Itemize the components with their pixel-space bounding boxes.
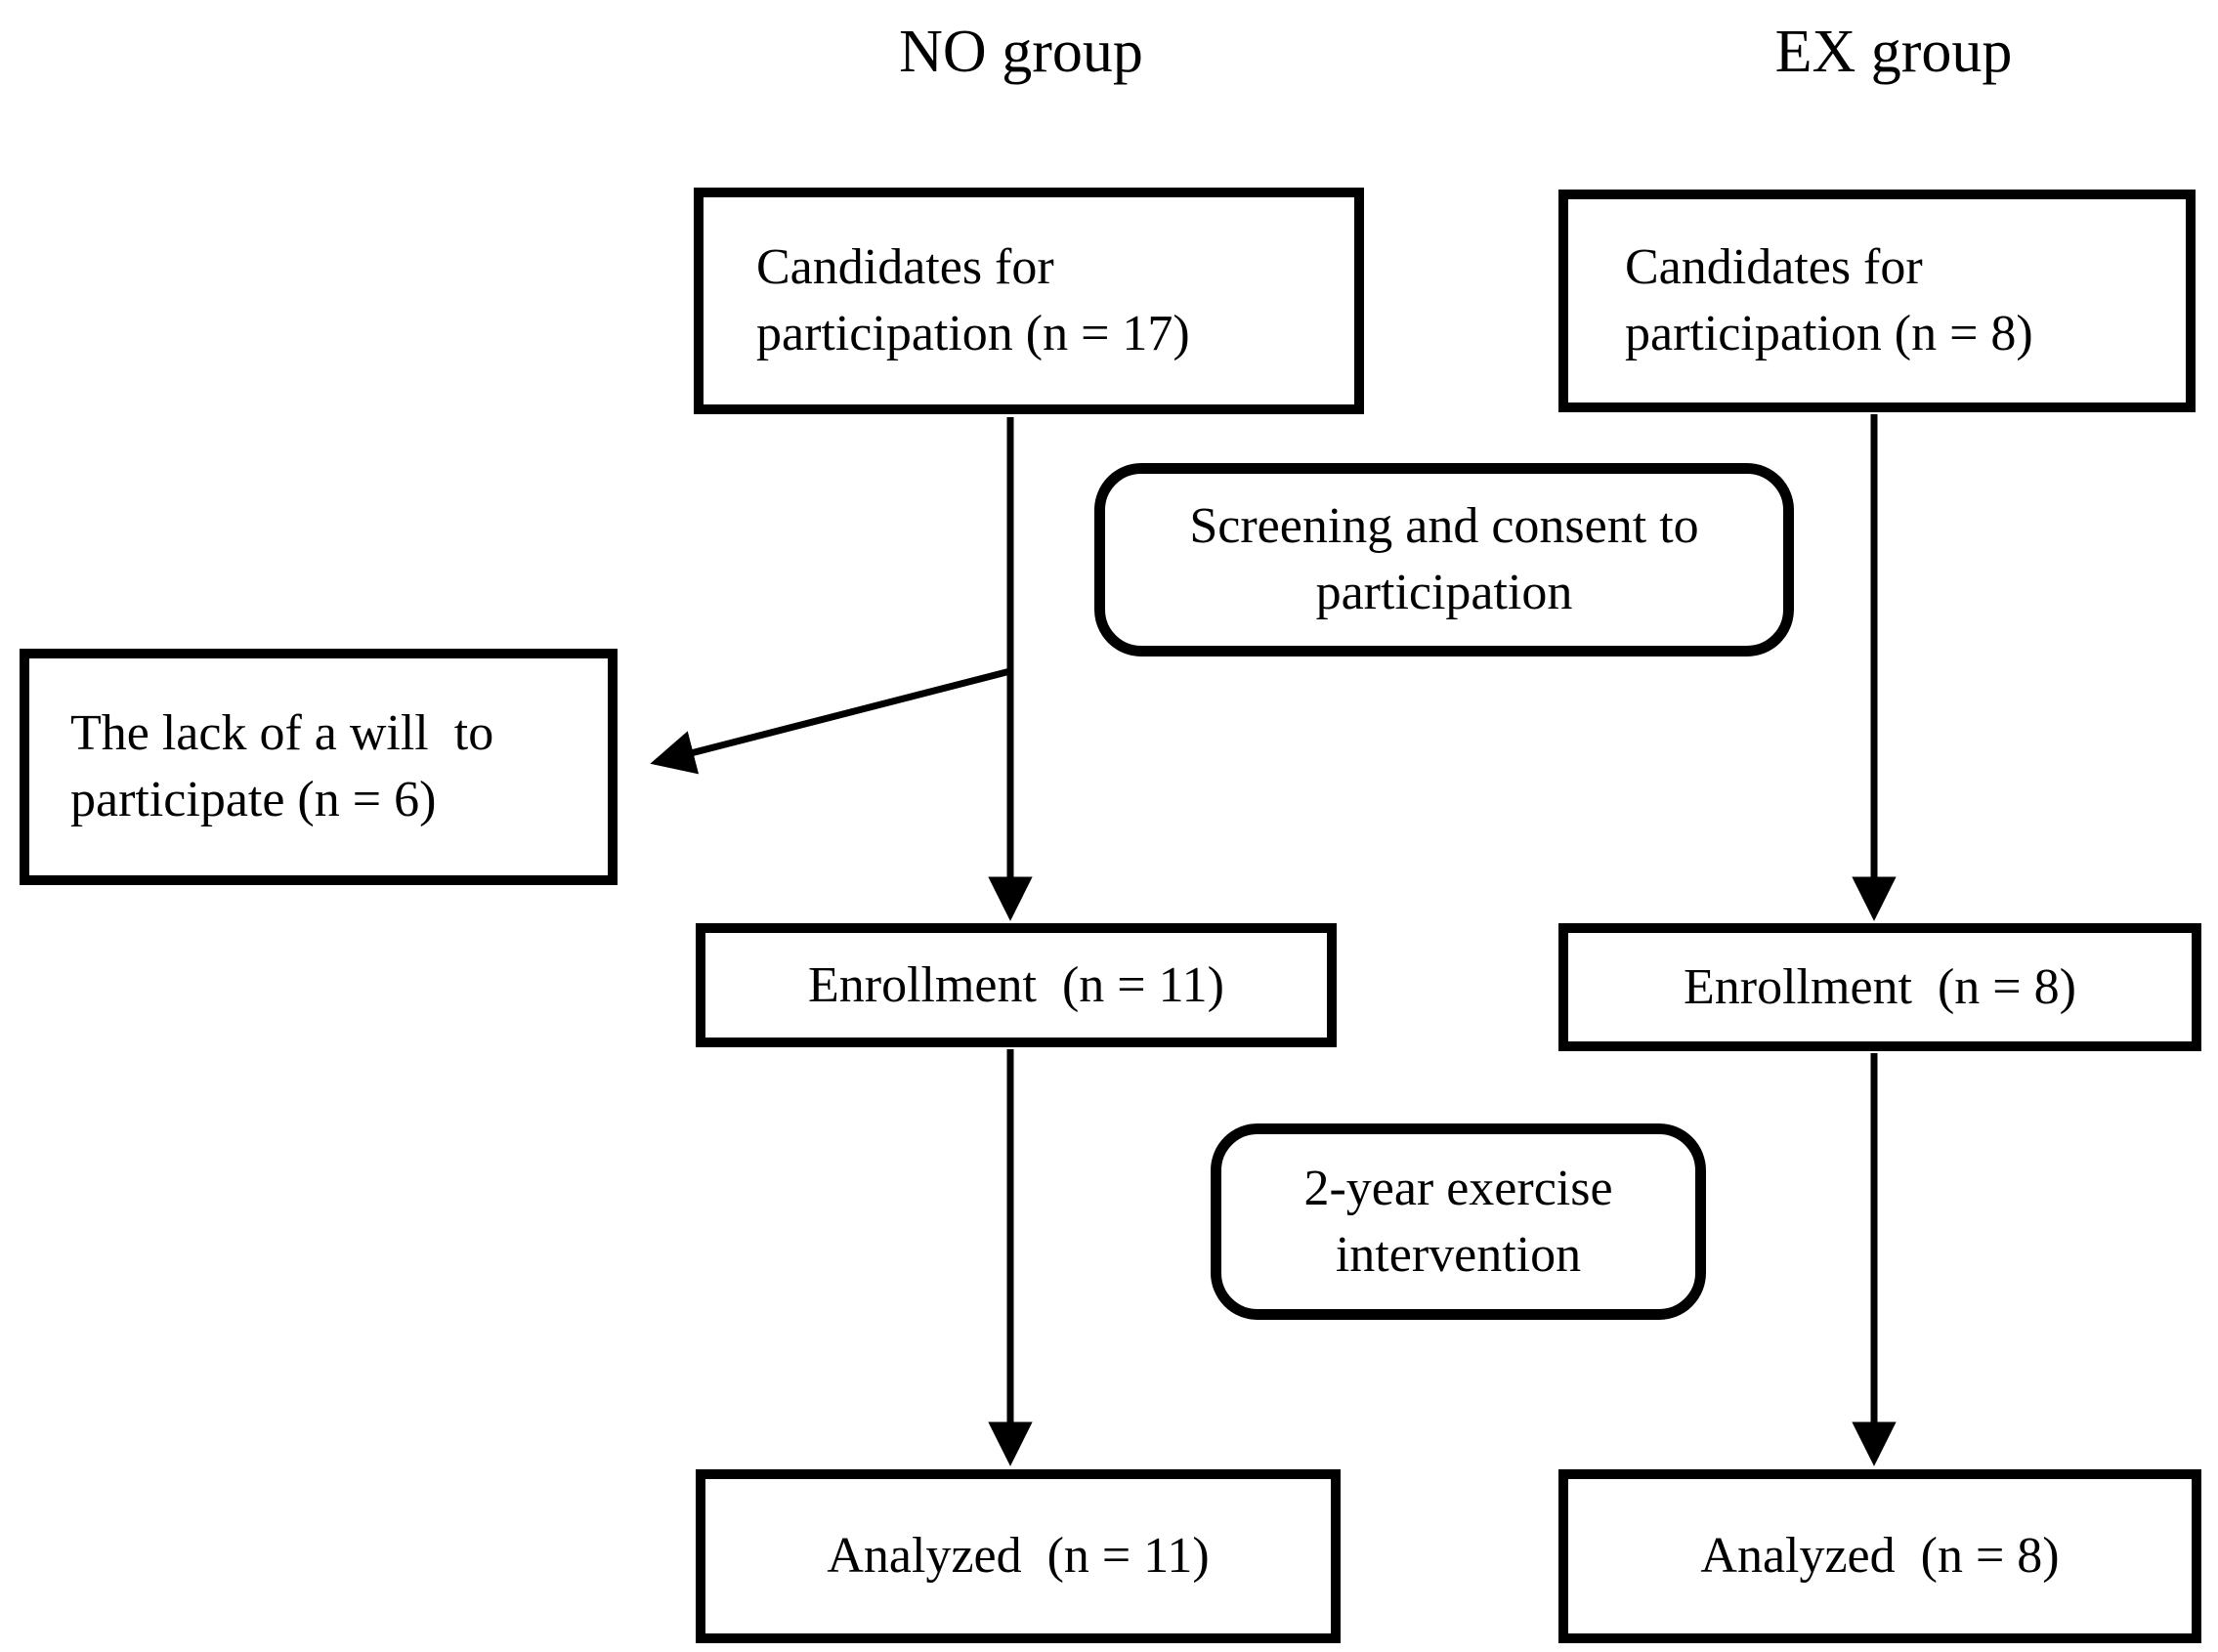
flow-node-enrollment-no: Enrollment (n = 11)	[696, 923, 1337, 1047]
node-text-line: Candidates for	[756, 239, 1054, 295]
flow-node-exercise-intervention: 2-year exercise intervention	[1211, 1123, 1706, 1320]
flow-node-screening-consent: Screening and consent to participation	[1094, 463, 1794, 657]
flow-node-analyzed-ex: Analyzed (n = 8)	[1558, 1469, 2201, 1643]
node-text-line: The lack of a will to	[70, 705, 494, 761]
column-title-ex-group: EX group	[1774, 19, 2013, 85]
node-text-line: Analyzed (n = 11)	[827, 1528, 1210, 1584]
node-text-line: participate (n = 6)	[70, 772, 437, 827]
arrow-branch-to-dropout	[650, 667, 1011, 775]
node-text-line: participation (n = 8)	[1625, 306, 2033, 361]
node-text-line: Enrollment (n = 8)	[1684, 958, 2076, 1015]
flow-node-enrollment-ex: Enrollment (n = 8)	[1558, 923, 2201, 1051]
flow-node-candidates-no: Candidates for participation (n = 17)	[694, 188, 1364, 414]
column-title-no-group: NO group	[899, 19, 1143, 85]
flow-node-candidates-ex: Candidates for participation (n = 8)	[1558, 190, 2196, 412]
flow-node-analyzed-no: Analyzed (n = 11)	[696, 1469, 1341, 1643]
node-text-line: Analyzed (n = 8)	[1700, 1528, 2060, 1584]
node-text-line: Enrollment (n = 11)	[808, 956, 1224, 1013]
node-text-line: Screening and consent to	[1189, 498, 1699, 554]
node-text-line: participation	[1315, 565, 1573, 620]
node-text-line: participation (n = 17)	[756, 306, 1190, 361]
flow-node-dropout-lack-of-will: The lack of a will to participate (n = 6…	[20, 649, 618, 885]
node-text-line: intervention	[1335, 1226, 1582, 1283]
node-text-line: Candidates for	[1625, 239, 1923, 295]
node-text-line: 2-year exercise	[1303, 1160, 1613, 1216]
